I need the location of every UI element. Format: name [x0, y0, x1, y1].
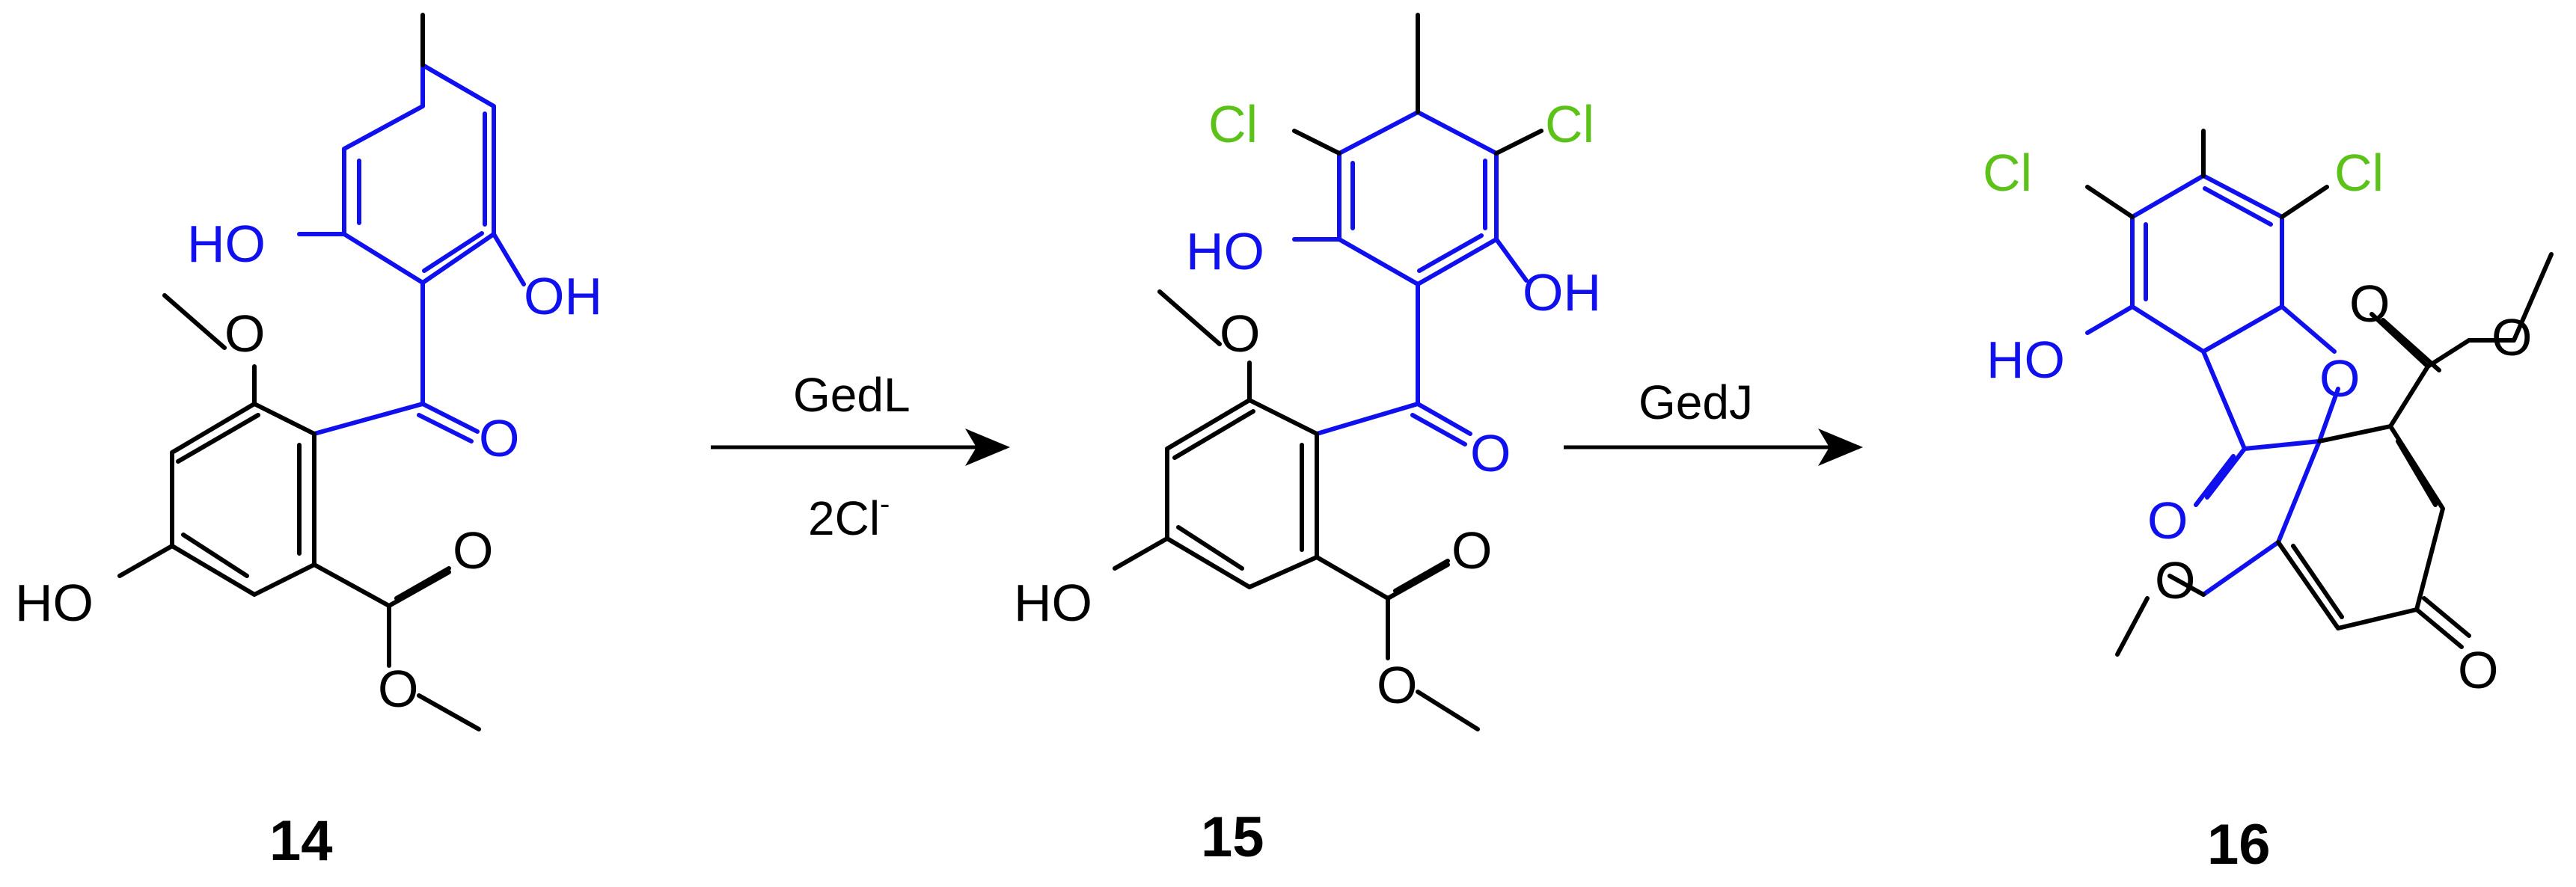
arrow-1-cofactor-sup: -: [880, 488, 890, 521]
arrow-1-cofactor-base: 2Cl: [808, 491, 880, 545]
compound-15: Cl Cl HO OH O O HO O O 15: [1014, 13, 1601, 869]
arrow-2-reagent: GedJ: [1639, 375, 1753, 429]
arrow-1: GedL 2Cl-: [711, 368, 1010, 545]
compound-16-ho-label: HO: [1986, 331, 2065, 389]
compound-16-carbonyl-o: O: [2147, 491, 2188, 550]
compound-16-label: 16: [2207, 813, 2271, 877]
compound-14-carbonyl-o: O: [479, 409, 519, 467]
compound-15-aryl-ring: [1292, 110, 1529, 446]
compound-16-black-ring: [2115, 252, 2554, 657]
compound-14: HO OH O O HO O O 14: [15, 13, 602, 873]
compound-16-ester-o: O: [2349, 274, 2390, 333]
compound-14-methoxy-o: O: [224, 304, 265, 363]
compound-14-lower-ring: [117, 293, 481, 731]
compound-16-substituent-bonds: [2085, 129, 2329, 219]
compound-15-ho-lower: HO: [1014, 574, 1092, 632]
compound-15-oh-label: OH: [1523, 263, 1601, 322]
compound-15-ester-o2: O: [1377, 656, 1417, 714]
compound-14-oh-label: OH: [524, 267, 602, 325]
compound-14-aryl-ring: [297, 63, 526, 444]
compound-15-label: 15: [1201, 805, 1264, 869]
arrow-2: GedJ: [1564, 375, 1863, 466]
compound-15-methoxy-o: O: [1220, 304, 1260, 363]
compound-16: Cl Cl HO O O O O O O 16: [1983, 129, 2554, 877]
compound-16-dienone-ring: [2201, 439, 2322, 597]
compound-16-ketone-o: O: [2458, 641, 2498, 699]
compound-15-cl-right: Cl: [1545, 95, 1594, 153]
compound-15-ester-o: O: [1451, 521, 1492, 580]
compound-14-ester-o2: O: [378, 660, 418, 718]
compound-16-aryl-ring: [2085, 174, 2340, 507]
compound-16-ring-o: O: [2319, 349, 2360, 408]
compound-14-label: 14: [269, 809, 333, 873]
compound-16-ester-o2: O: [2491, 308, 2532, 366]
compound-14-ester-o: O: [453, 521, 493, 580]
arrow-1-reagent: GedL: [793, 368, 911, 422]
compound-14-ho-lower: HO: [15, 574, 94, 632]
compound-15-lower-ring: [1113, 289, 1480, 731]
compound-15-substituent-bonds: [1292, 13, 1544, 156]
compound-16-cl-left: Cl: [1983, 144, 2032, 202]
compound-15-ho-label: HO: [1186, 222, 1264, 280]
arrow-1-cofactor: 2Cl-: [808, 488, 890, 545]
compound-15-cl-left: Cl: [1208, 95, 1258, 153]
compound-14-ho-label: HO: [187, 215, 266, 273]
compound-16-methoxy-o: O: [2155, 551, 2195, 610]
compound-16-cl-right: Cl: [2334, 144, 2384, 202]
compound-15-carbonyl-o: O: [1470, 424, 1511, 482]
